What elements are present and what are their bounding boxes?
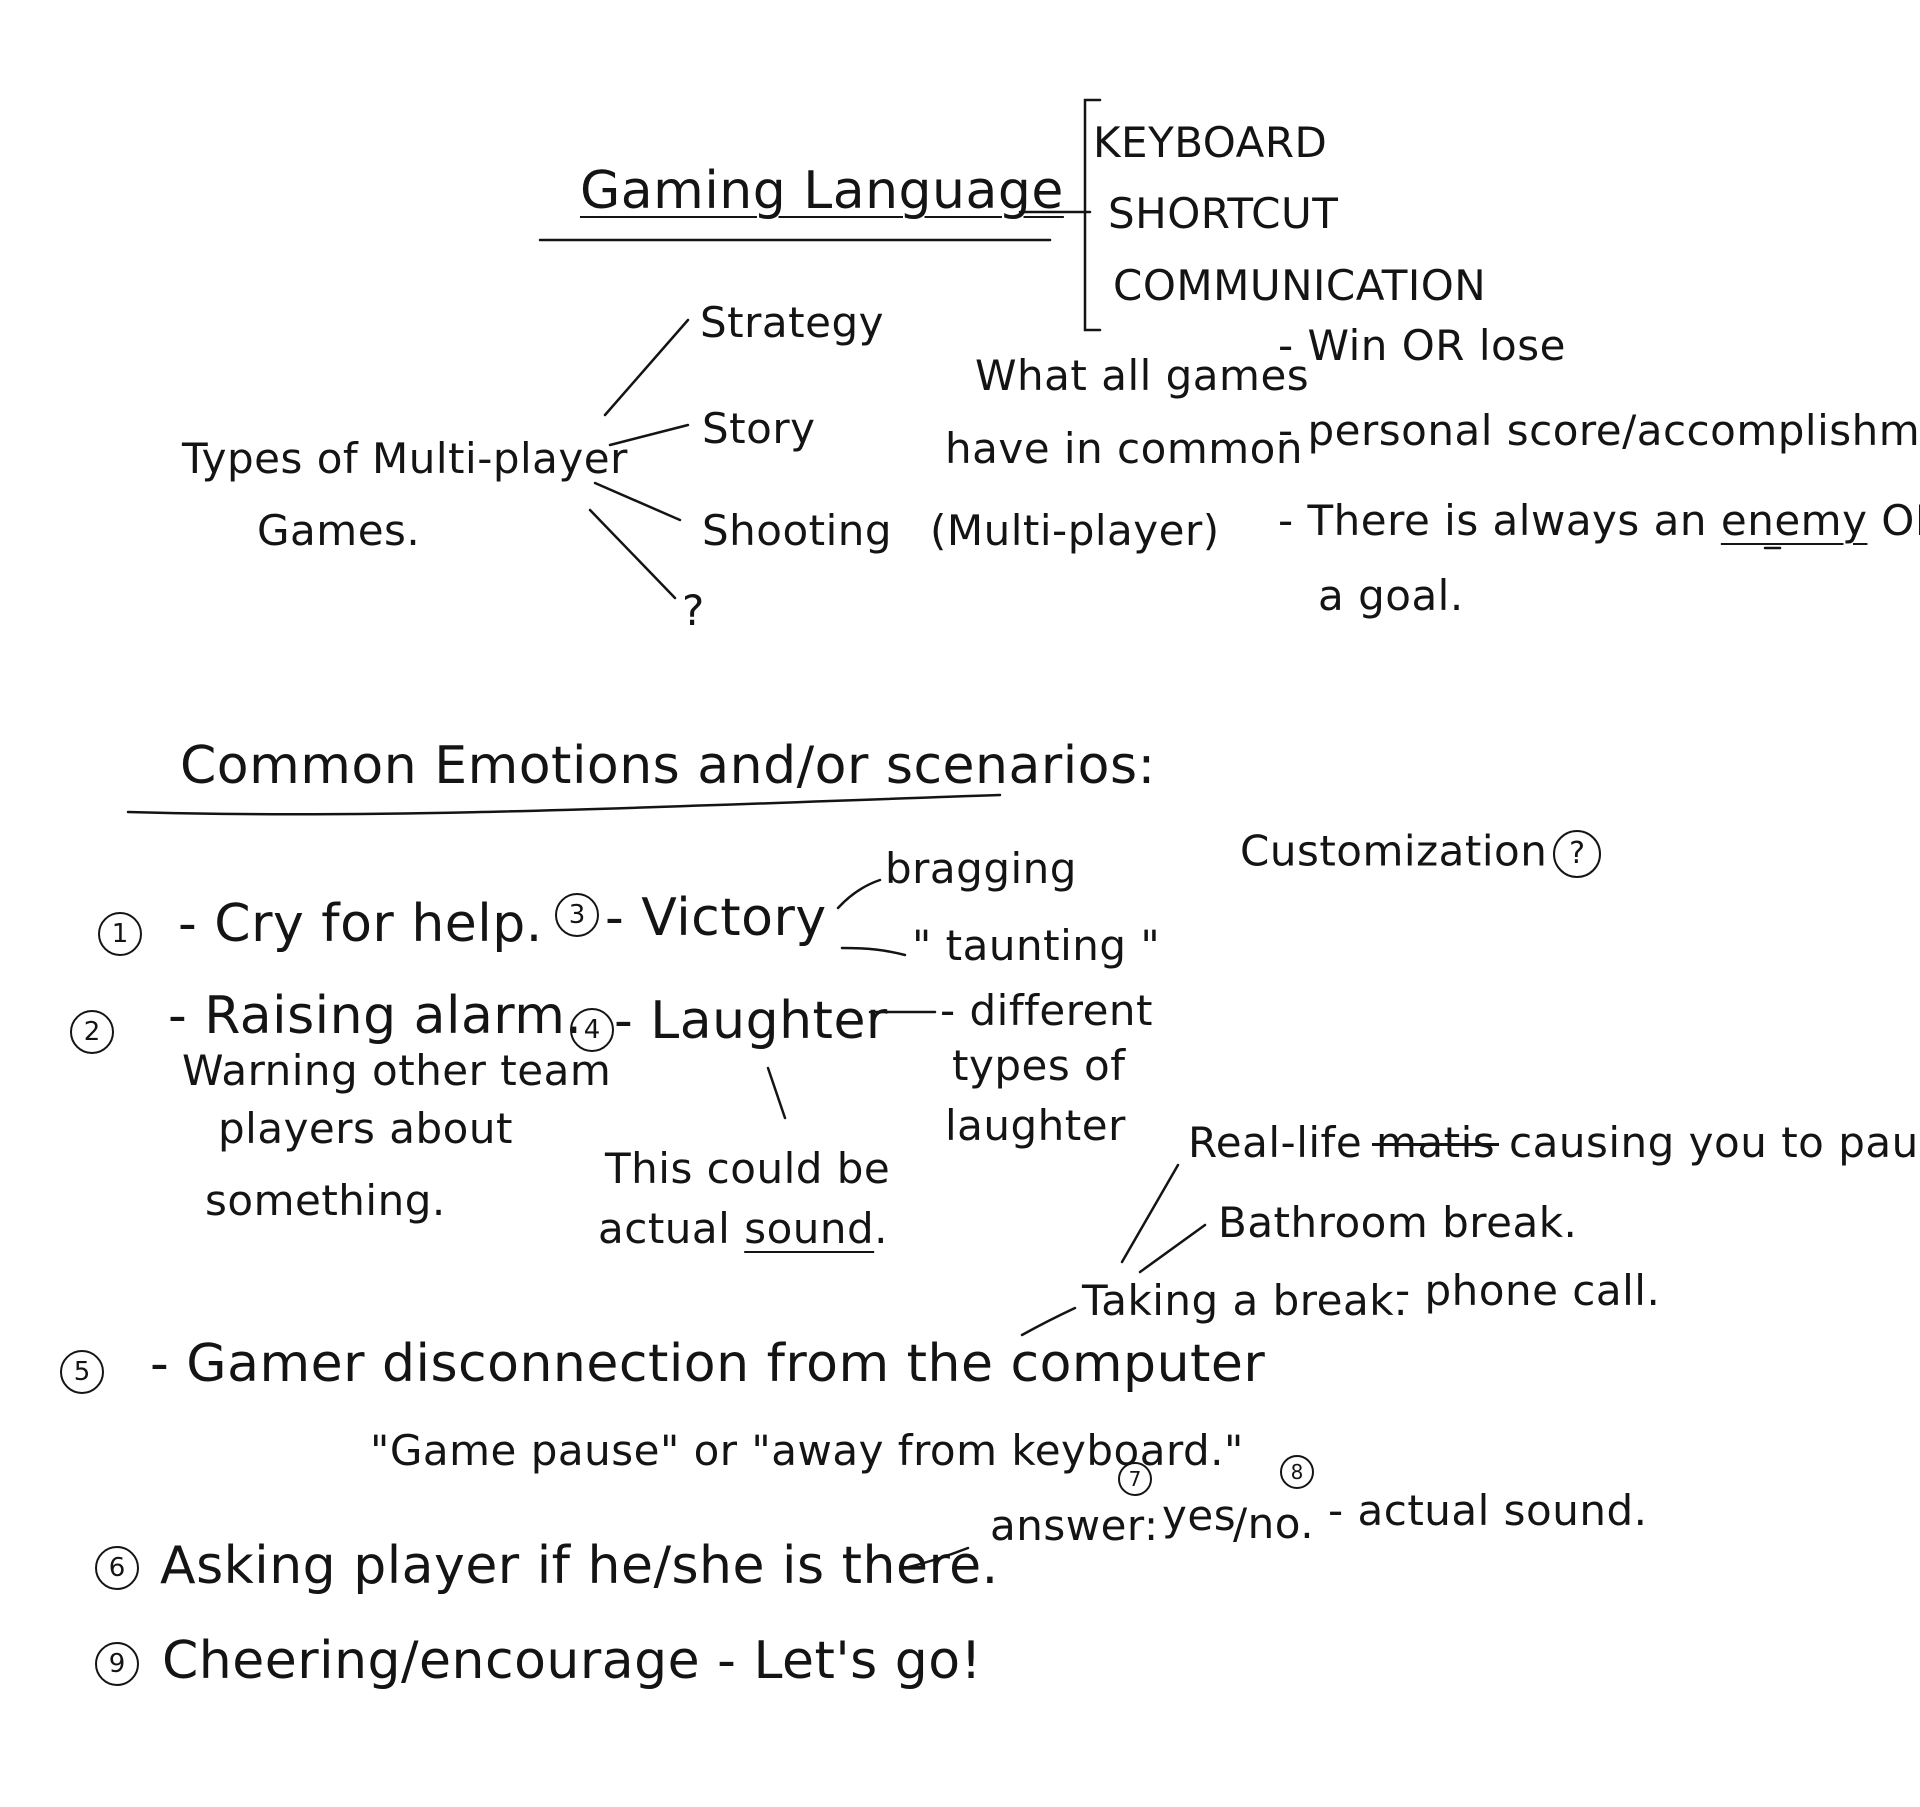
item-cry-for-help: - Cry for help. [178, 894, 543, 954]
common-point-win-lose: - Win OR lose [1278, 321, 1566, 370]
laughter-types-line1: - different [940, 986, 1154, 1035]
item-laughter: - Laughter [614, 991, 888, 1051]
item-gamer-disconnection: - Gamer disconnection from the computer [150, 1334, 1266, 1394]
item-raising-alarm: - Raising alarm. [168, 986, 583, 1046]
reallife-struck: matis [1376, 1118, 1496, 1167]
type-unknown: ? [682, 586, 705, 635]
reallife-before: Real-life [1188, 1118, 1377, 1167]
branch-bragging [836, 878, 882, 910]
item-alarm-line3: players about [218, 1104, 513, 1153]
laughter-down [766, 1066, 787, 1120]
answer-actual-sound: - actual sound. [1328, 1486, 1648, 1535]
item-number-7: 7 [1118, 1462, 1152, 1496]
type-story: Story [702, 404, 816, 453]
break-phone-call: - phone call. [1395, 1266, 1661, 1315]
answer-label: answer: [990, 1501, 1159, 1550]
types-label-line1: Types of Multi-player [182, 434, 628, 483]
sound-note-line1: This could be [605, 1144, 891, 1193]
item-game-pause-quote: "Game pause" or "away from keyboard." [370, 1426, 1244, 1475]
common-line1: What all games [975, 351, 1310, 400]
sound-after: . [874, 1204, 889, 1253]
type-strategy: Strategy [700, 298, 884, 347]
break-real-life: Real-life matis causing you to pause. [1188, 1122, 1920, 1164]
sound-before: actual [598, 1204, 745, 1253]
branch-reallife [1120, 1163, 1180, 1264]
item-number-2: 2 [70, 1010, 114, 1054]
customization-question-mark: ? [1553, 830, 1602, 878]
item-number-6: 6 [95, 1546, 139, 1590]
common-line3: (Multi-player) [930, 506, 1220, 555]
victory-taunting: " taunting " [912, 921, 1161, 970]
branch-question [588, 508, 677, 600]
branch-communication: COMMUNICATION [1113, 261, 1487, 310]
branch-shooting [593, 481, 682, 522]
enemy-word: enemy [1720, 496, 1868, 545]
victory-bragging: bragging [885, 844, 1077, 893]
customization: Customization? [1240, 826, 1602, 878]
answer-connector [903, 1546, 970, 1570]
item-alarm-line2: Warning other team [182, 1046, 612, 1095]
item-asking-player: Asking player if he/she is there. [160, 1536, 999, 1596]
common-point-goal: a goal. [1318, 571, 1464, 620]
item-number-3: 3 [555, 893, 599, 937]
break-bathroom: Bathroom break. [1218, 1198, 1578, 1247]
branch-strategy [603, 318, 690, 417]
answer-yes: yes [1162, 1491, 1237, 1540]
branch-bathroom [1138, 1223, 1207, 1274]
common-line2: have in common [945, 424, 1303, 473]
item-number-5: 5 [60, 1350, 104, 1394]
answer-no: /no. [1233, 1499, 1315, 1548]
section-underline [126, 793, 1002, 816]
enemy-before: - There is always an [1278, 496, 1721, 545]
common-point-score: - personal score/accomplishment. [1278, 406, 1920, 455]
section-heading: Common Emotions and/or scenarios: [180, 736, 1156, 796]
item-number-4: 4 [570, 1008, 614, 1052]
types-label-line2: Games. [257, 506, 421, 555]
enemy-after: OR [1881, 496, 1920, 545]
title-bracket [1083, 98, 1102, 332]
sound-note-line2: actual sound. [598, 1208, 888, 1250]
item-alarm-line4: something. [205, 1176, 446, 1225]
item-number-1: 1 [98, 912, 142, 956]
item-cheering: Cheering/encourage - Let's go! [162, 1631, 982, 1691]
break-taking-a-break: Taking a break. [1082, 1276, 1408, 1325]
branch-shortcut: SHORTCUT [1108, 189, 1339, 238]
item-number-8: 8 [1280, 1455, 1314, 1489]
common-point-enemy: - There is always an enemy OR [1278, 500, 1920, 542]
item-victory: - Victory [605, 888, 827, 948]
branch-story [608, 423, 690, 447]
laughter-types-line2: types of [952, 1041, 1126, 1090]
main-title: Gaming Language [580, 161, 1064, 221]
sound-word: sound [744, 1204, 875, 1253]
customization-text: Customization [1240, 826, 1548, 876]
type-shooting: Shooting [702, 506, 893, 555]
branch-gamer-break [1020, 1306, 1077, 1337]
branch-taunting [840, 946, 907, 957]
laughter-types-line3: laughter [945, 1101, 1126, 1150]
reallife-after: causing you to pause. [1509, 1118, 1920, 1167]
branch-keyboard: KEYBOARD [1093, 118, 1328, 167]
item-number-9: 9 [95, 1642, 139, 1686]
